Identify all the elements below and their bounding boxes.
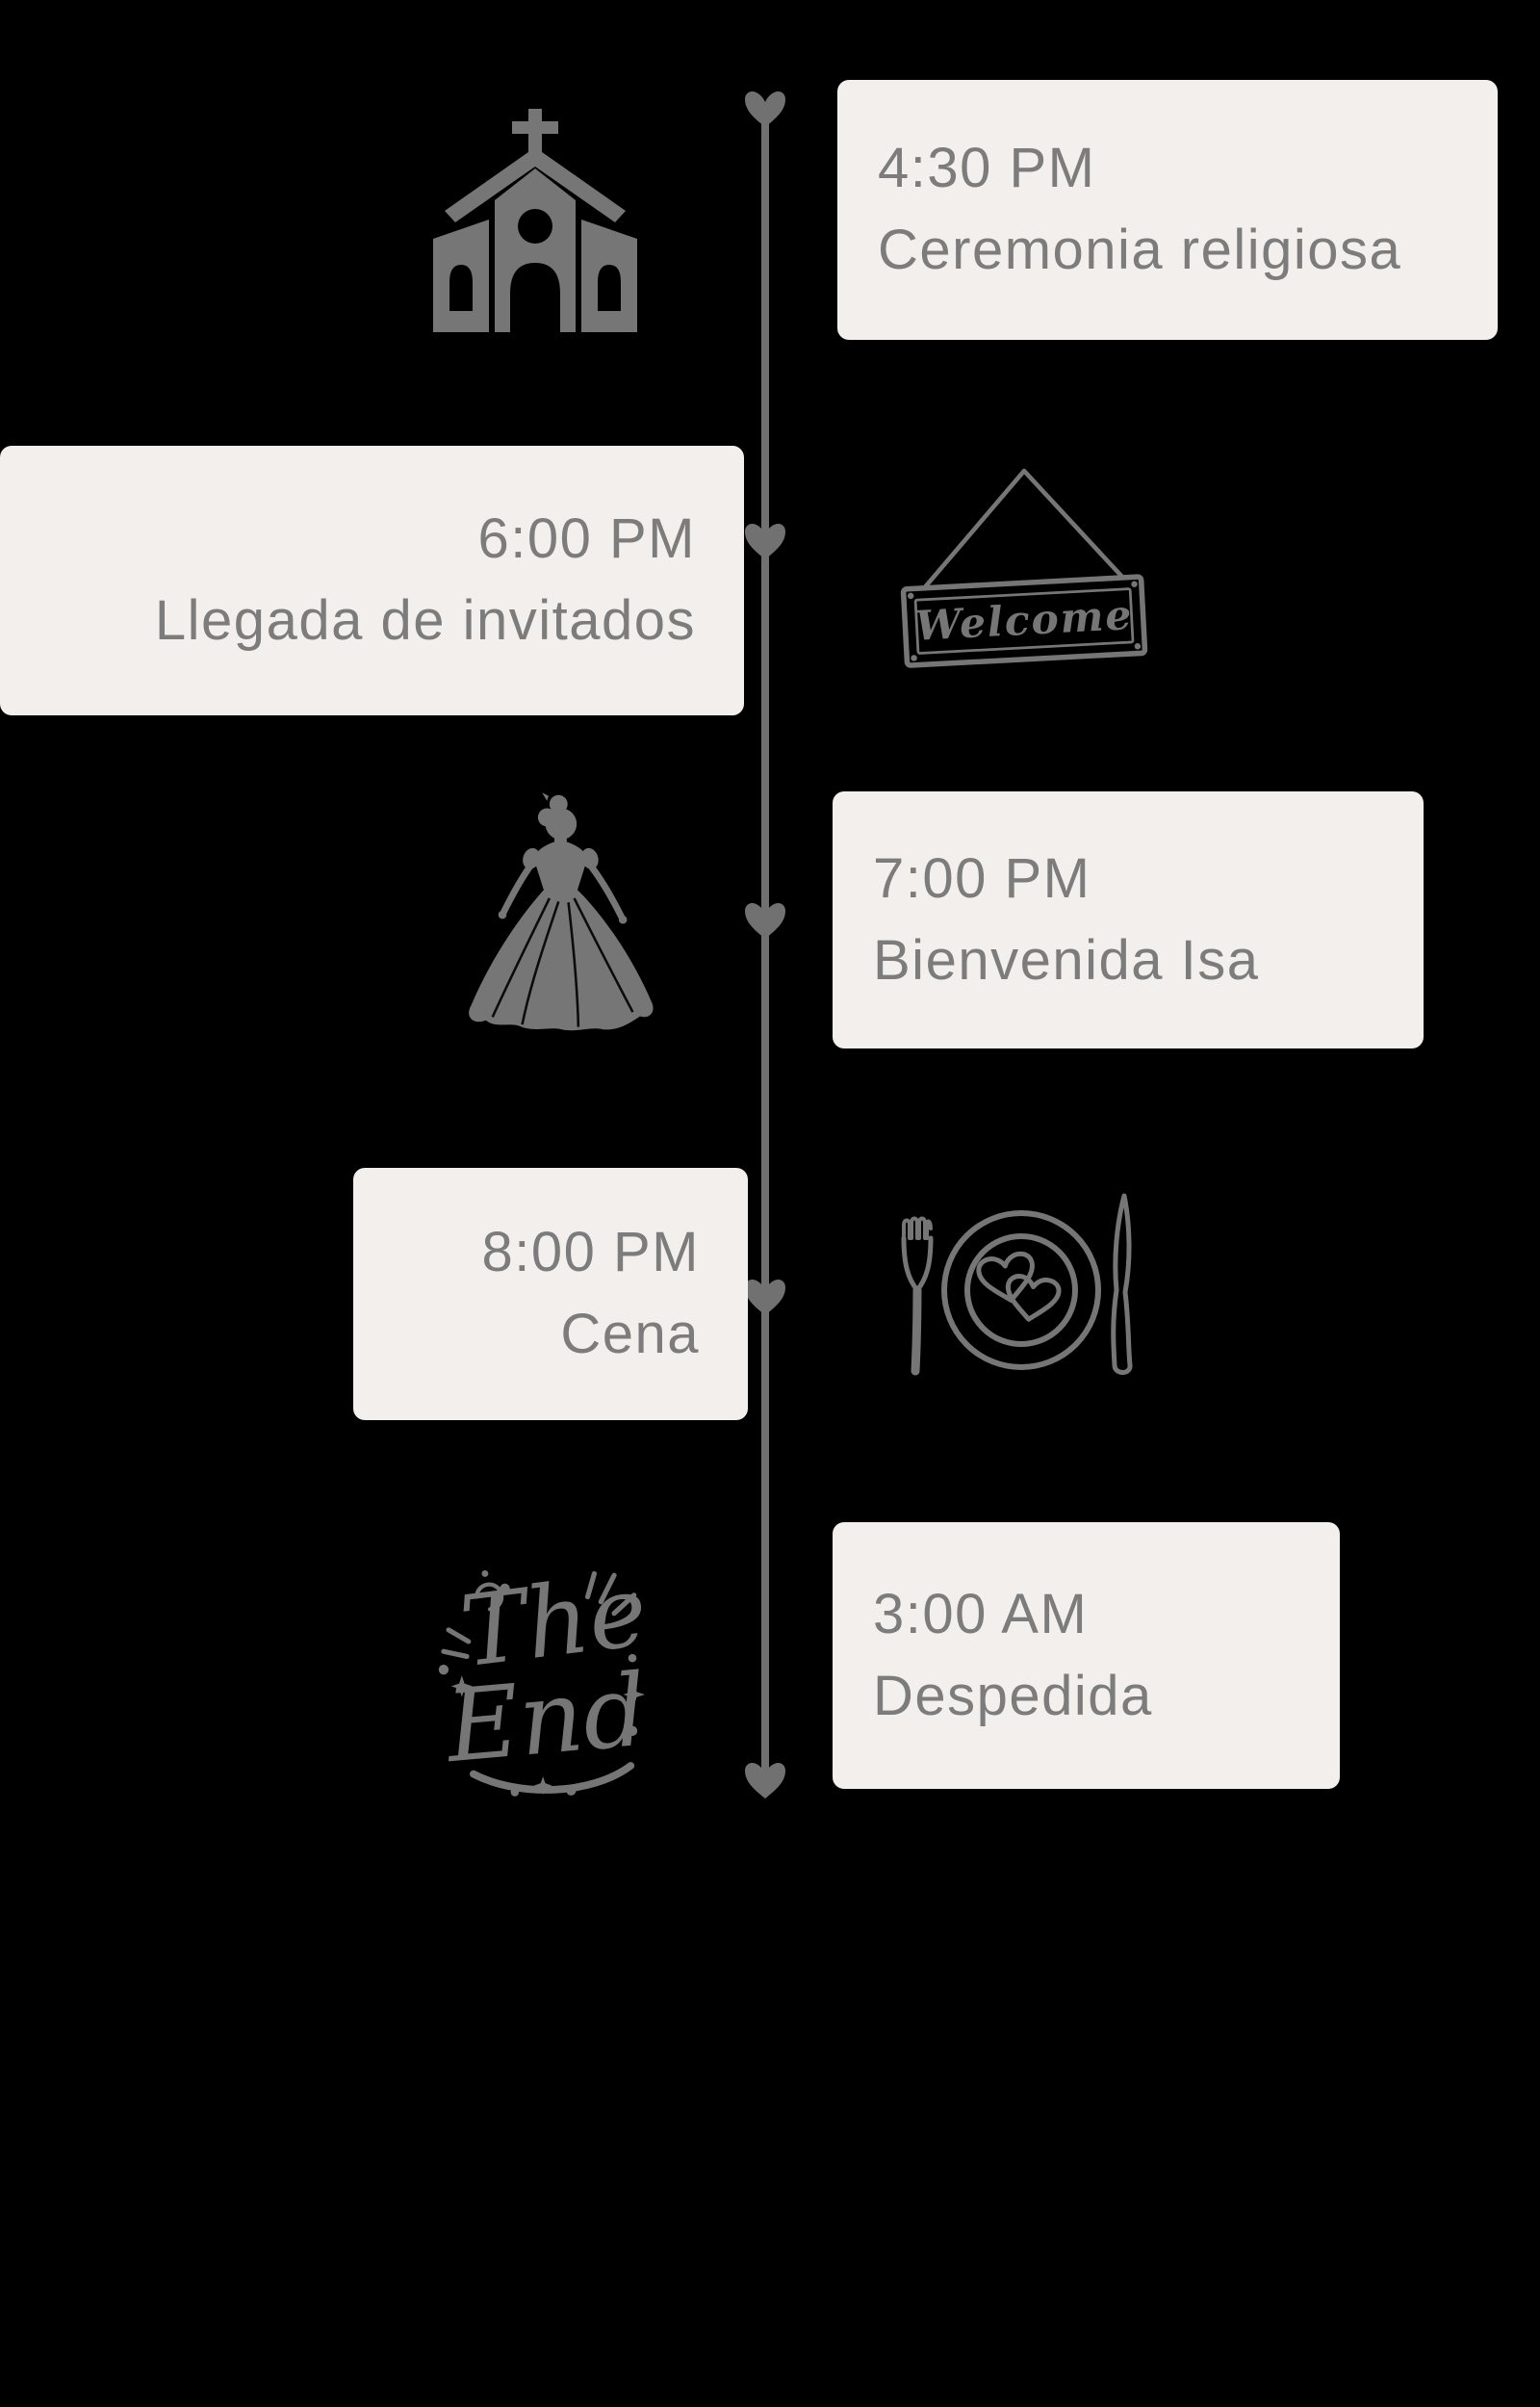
heart-node-icon: [745, 91, 785, 127]
welcome-sign-text: Welcome: [914, 591, 1135, 651]
welcome-sign-icon: Welcome: [900, 468, 1148, 668]
heart-node-icon: [745, 1280, 785, 1315]
event-title: Llegada de invitados: [154, 589, 696, 652]
church-icon: [433, 109, 637, 332]
event-card-ceremonia: 4:30 PM Ceremonia religiosa: [837, 80, 1498, 340]
event-time: 3:00 AM: [873, 1582, 1089, 1645]
heart-node-icon: [745, 524, 785, 559]
event-title: Bienvenida Isa: [873, 928, 1260, 992]
event-title: Cena: [560, 1303, 700, 1365]
the-end-icon: The End: [438, 1554, 653, 1797]
timeline-line: [761, 108, 769, 1783]
event-title: Ceremonia religiosa: [878, 219, 1402, 281]
event-card-bienvenida: 7:00 PM Bienvenida Isa: [833, 791, 1424, 1048]
event-time: 7:00 PM: [873, 846, 1091, 910]
dinner-setting-icon: [901, 1193, 1133, 1376]
event-card-cena: 8:00 PM Cena: [353, 1168, 748, 1420]
event-card-despedida: 3:00 AM Despedida: [833, 1522, 1340, 1789]
event-time: 6:00 PM: [477, 507, 696, 571]
heart-node-icon: [745, 1763, 785, 1799]
event-time: 8:00 PM: [481, 1221, 700, 1284]
event-card-llegada: 6:00 PM Llegada de invitados: [0, 446, 744, 715]
the-end-line2: End: [440, 1652, 652, 1785]
event-time: 4:30 PM: [878, 137, 1096, 200]
princess-icon: [469, 792, 654, 1031]
heart-node-icon: [745, 903, 785, 939]
event-title: Despedida: [873, 1664, 1153, 1727]
the-end-line1: The: [454, 1554, 653, 1690]
